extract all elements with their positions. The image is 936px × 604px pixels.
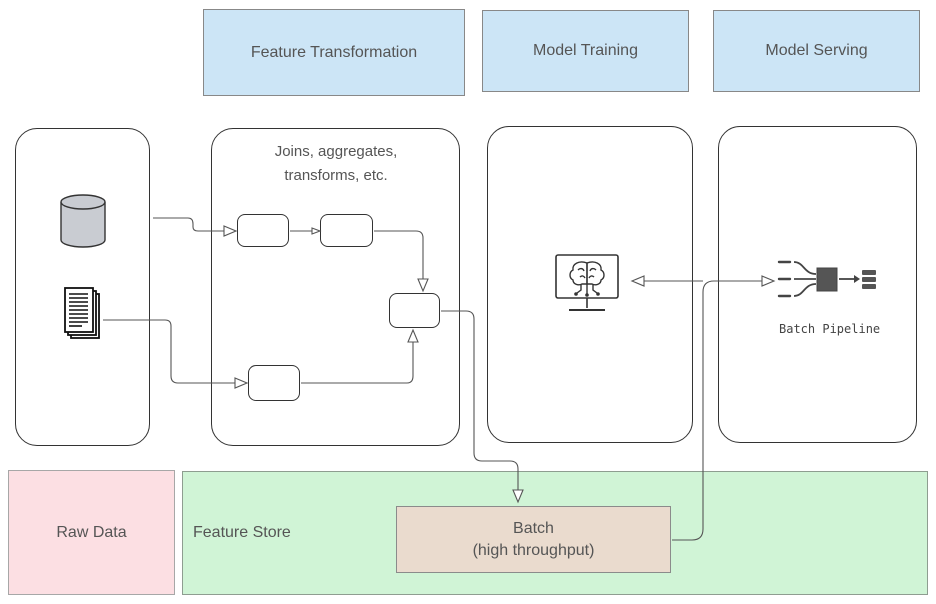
- batch-label: Batch: [513, 519, 554, 537]
- batch-pipeline-label: Batch Pipeline: [779, 322, 881, 336]
- raw-data-box: Raw Data: [8, 470, 175, 595]
- transform-node-join: [237, 214, 289, 247]
- feature-transformation-label: Feature Transformation: [250, 43, 418, 61]
- transform-node-merge: [389, 293, 440, 328]
- transform-node-transform: [248, 365, 300, 401]
- documents-icon: [64, 287, 100, 339]
- feature-transformation-header: Feature Transformation: [203, 9, 465, 96]
- database-icon: [60, 194, 106, 248]
- brain-monitor-icon: [555, 254, 619, 311]
- feature-transformation-column: [211, 128, 460, 446]
- transform-node-aggregate: [320, 214, 373, 247]
- model-training-header: Model Training: [482, 10, 689, 92]
- batch-store-box: Batch (high throughput): [396, 506, 671, 573]
- raw-data-label: Raw Data: [56, 523, 127, 541]
- batch-pipeline-icon: [777, 260, 876, 298]
- batch-throughput-label: (high throughput): [472, 541, 595, 559]
- feature-store-label: Feature Store: [193, 524, 291, 541]
- transform-caption-line2: transforms, etc.: [284, 167, 388, 184]
- model-serving-header: Model Serving: [713, 10, 920, 92]
- transform-caption-line1: Joins, aggregates,: [274, 143, 398, 160]
- raw-data-column: [15, 128, 150, 446]
- model-serving-label: Model Serving: [765, 42, 868, 59]
- transform-caption: Joins, aggregates, transforms, etc.: [246, 140, 426, 188]
- model-training-label: Model Training: [533, 42, 638, 59]
